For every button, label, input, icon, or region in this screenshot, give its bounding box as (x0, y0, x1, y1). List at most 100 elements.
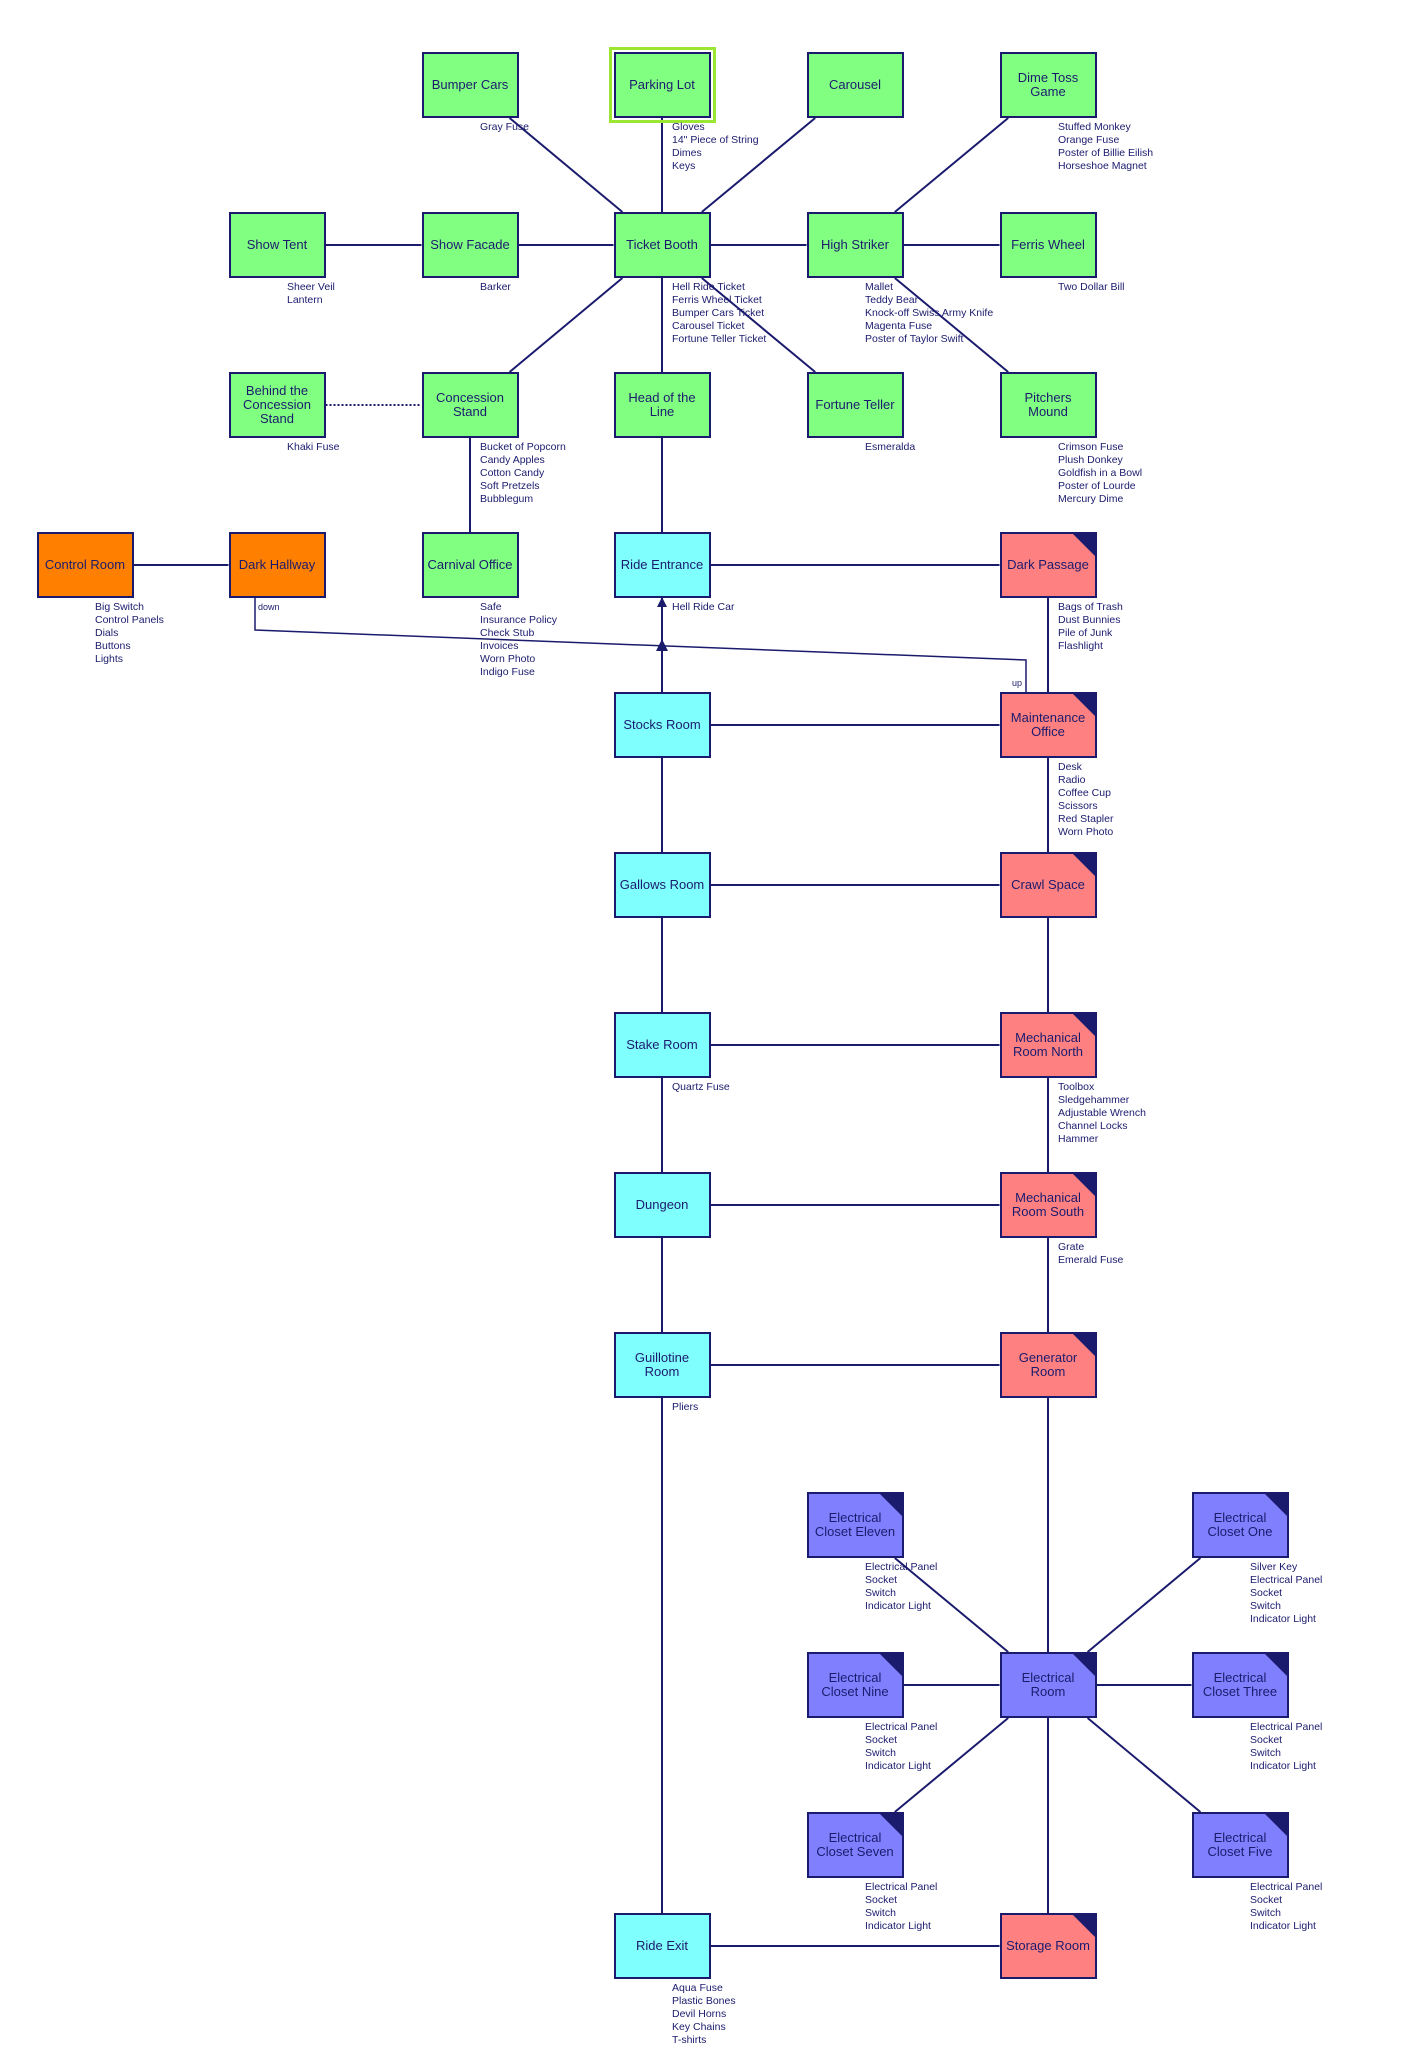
item-list: Quartz Fuse (672, 1081, 730, 1094)
item: Poster of Lourde (1058, 480, 1136, 492)
item: Radio (1058, 774, 1086, 786)
item: Adjustable Wrench (1058, 1107, 1146, 1119)
room-label: High Striker (821, 237, 889, 252)
room-ec7[interactable]: Electrical Closet Seven (806, 1812, 904, 1878)
stair-up-label: up (1012, 678, 1023, 688)
room-dungeon[interactable]: Dungeon (613, 1172, 711, 1238)
room-label: Pitchers Mound (1024, 390, 1072, 419)
room-behind[interactable]: Behind the Concession Stand (228, 372, 326, 438)
item: Socket (865, 1894, 898, 1906)
item-list: Gray Fuse (480, 121, 529, 134)
room-carousel[interactable]: Carousel (806, 52, 904, 118)
room-darkhall[interactable]: Dark Hallway (228, 532, 326, 598)
room-corner-marker (1070, 1654, 1095, 1678)
item: Goldfish in a Bowl (1058, 467, 1143, 479)
item: Orange Fuse (1058, 134, 1120, 146)
room-ticket[interactable]: Ticket Booth (613, 212, 711, 278)
item: T-shirts (672, 2034, 707, 2046)
room-control[interactable]: Control Room (36, 532, 134, 598)
room-rideentrance[interactable]: Ride Entrance (613, 532, 711, 598)
item: Gray Fuse (480, 121, 530, 133)
room-crawl[interactable]: Crawl Space (999, 852, 1097, 918)
room-stake[interactable]: Stake Room (613, 1012, 711, 1078)
room-label: Ride Entrance (620, 557, 704, 572)
item: Socket (1250, 1587, 1283, 1599)
room-ec1[interactable]: Electrical Closet One (1191, 1492, 1289, 1558)
item: Electrical Panel (1250, 1574, 1323, 1586)
item: Horseshoe Magnet (1058, 160, 1147, 172)
room-ec9[interactable]: Electrical Closet Nine (806, 1652, 904, 1718)
room-ferris[interactable]: Ferris Wheel (999, 212, 1097, 278)
room-corner-marker (877, 1654, 902, 1678)
stair-down-label: down (258, 602, 280, 612)
room-label: Electrical Closet Five (1207, 1830, 1273, 1859)
item: Two Dollar Bill (1058, 281, 1125, 293)
room-generator[interactable]: Generator Room (999, 1332, 1097, 1398)
room-label: Maintenance Office (1010, 710, 1086, 739)
connection-ec1-elec (1086, 1557, 1202, 1653)
room-ec3[interactable]: Electrical Closet Three (1191, 1652, 1289, 1718)
item: Dimes (672, 147, 702, 159)
room-parking[interactable]: Parking Lot (608, 47, 716, 123)
item: Pile of Junk (1058, 627, 1113, 639)
item: Dust Bunnies (1058, 614, 1121, 626)
item: Soft Pretzels (480, 480, 540, 492)
item: Socket (1250, 1894, 1283, 1906)
room-ec5[interactable]: Electrical Closet Five (1191, 1812, 1289, 1878)
room-concession[interactable]: Concession Stand (421, 372, 519, 438)
item: Electrical Panel (1250, 1721, 1323, 1733)
item: Bubblegum (480, 493, 534, 505)
room-pitchers[interactable]: Pitchers Mound (999, 372, 1097, 438)
item: Plastic Bones (672, 1995, 736, 2007)
room-gallows[interactable]: Gallows Room (613, 852, 711, 918)
item: Hell Ride Car (672, 601, 735, 613)
item: Switch (865, 1747, 896, 1759)
item: Channel Locks (1058, 1120, 1128, 1132)
room-maint[interactable]: Maintenance Office (999, 692, 1097, 758)
connection-ec11-elec (894, 1557, 1009, 1653)
room-storage[interactable]: Storage Room (999, 1913, 1097, 1979)
room-rideexit[interactable]: Ride Exit (613, 1913, 711, 1979)
room-ec11[interactable]: Electrical Closet Eleven (806, 1492, 904, 1558)
room-carnival[interactable]: Carnival Office (421, 532, 519, 598)
item: Bucket of Popcorn (480, 441, 566, 453)
room-label: Stake Room (626, 1037, 698, 1052)
room-stocks[interactable]: Stocks Room (613, 692, 711, 758)
room-highstriker[interactable]: High Striker (806, 212, 904, 278)
item: Poster of Taylor Swift (865, 333, 964, 345)
room-showtent[interactable]: Show Tent (228, 212, 326, 278)
item: Mallet (865, 281, 894, 293)
room-guillotine[interactable]: Guillotine Room (613, 1332, 711, 1398)
room-mechn[interactable]: Mechanical Room North (999, 1012, 1097, 1078)
item: Desk (1058, 761, 1082, 773)
room-corner-marker (1262, 1494, 1287, 1518)
room-dime[interactable]: Dime Toss Game (999, 52, 1097, 118)
item: Indicator Light (1250, 1920, 1316, 1932)
room-corner-marker (1070, 1915, 1095, 1939)
room-label: Control Room (44, 557, 126, 572)
room-fortune[interactable]: Fortune Teller (806, 372, 904, 438)
room-label: Electrical Closet Nine (821, 1670, 889, 1699)
connection-carousel-ticket (701, 117, 816, 213)
room-bumper[interactable]: Bumper Cars (421, 52, 519, 118)
room-label: Dime Toss Game (1017, 70, 1079, 99)
room-mechs[interactable]: Mechanical Room South (999, 1172, 1097, 1238)
room-label: Dark Hallway (238, 557, 316, 572)
room-darkpassage[interactable]: Dark Passage (999, 532, 1097, 598)
room-label: Show Tent (246, 237, 308, 252)
room-label: Behind the Concession Stand (243, 383, 311, 426)
item: Magenta Fuse (865, 320, 933, 332)
room-head[interactable]: Head of the Line (613, 372, 711, 438)
room-showfacade[interactable]: Show Facade (421, 212, 519, 278)
item: Knock-off Swiss Army Knife (865, 307, 994, 319)
room-elec[interactable]: Electrical Room (999, 1652, 1097, 1718)
room-corner-marker (1070, 694, 1095, 718)
item: Switch (1250, 1747, 1281, 1759)
item: Esmeralda (865, 441, 916, 453)
